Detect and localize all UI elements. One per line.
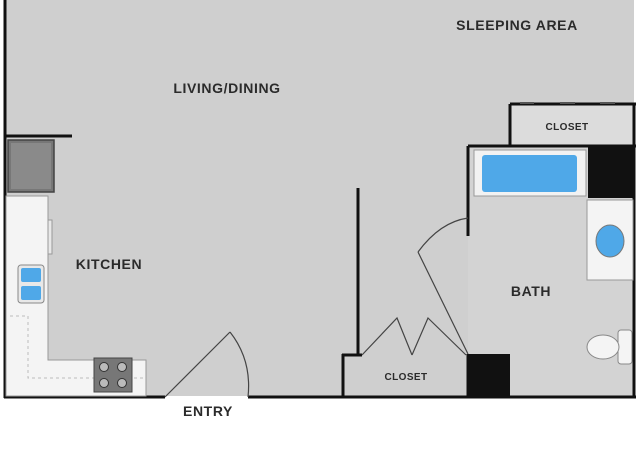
room-label-entry: ENTRY <box>183 403 233 419</box>
kitchen-counter <box>5 195 147 397</box>
bath-sink-icon <box>586 199 634 281</box>
door-swing-icon <box>164 331 250 398</box>
cabinet-marker <box>47 219 53 255</box>
refrigerator-icon <box>7 139 55 193</box>
room-label-closet-bottom: CLOSET <box>385 372 428 383</box>
room-label-closet-top: CLOSET <box>546 122 589 133</box>
floor-area <box>6 0 634 396</box>
wall-column-bottom <box>468 354 510 397</box>
bath-door-swing <box>417 217 469 355</box>
room-label-sleeping-area: SLEEPING AREA <box>456 17 578 33</box>
bathtub-icon <box>473 149 587 197</box>
sink-icon <box>17 264 45 304</box>
room-label-kitchen: KITCHEN <box>76 256 142 272</box>
closet-bifold-doors <box>361 316 467 356</box>
room-label-living-dining: LIVING/DINING <box>173 80 280 96</box>
stove-icon <box>93 357 133 393</box>
toilet-icon <box>586 329 633 365</box>
walls <box>3 0 636 399</box>
room-label-bath: BATH <box>511 283 551 299</box>
wall-column-top-right <box>588 146 634 198</box>
